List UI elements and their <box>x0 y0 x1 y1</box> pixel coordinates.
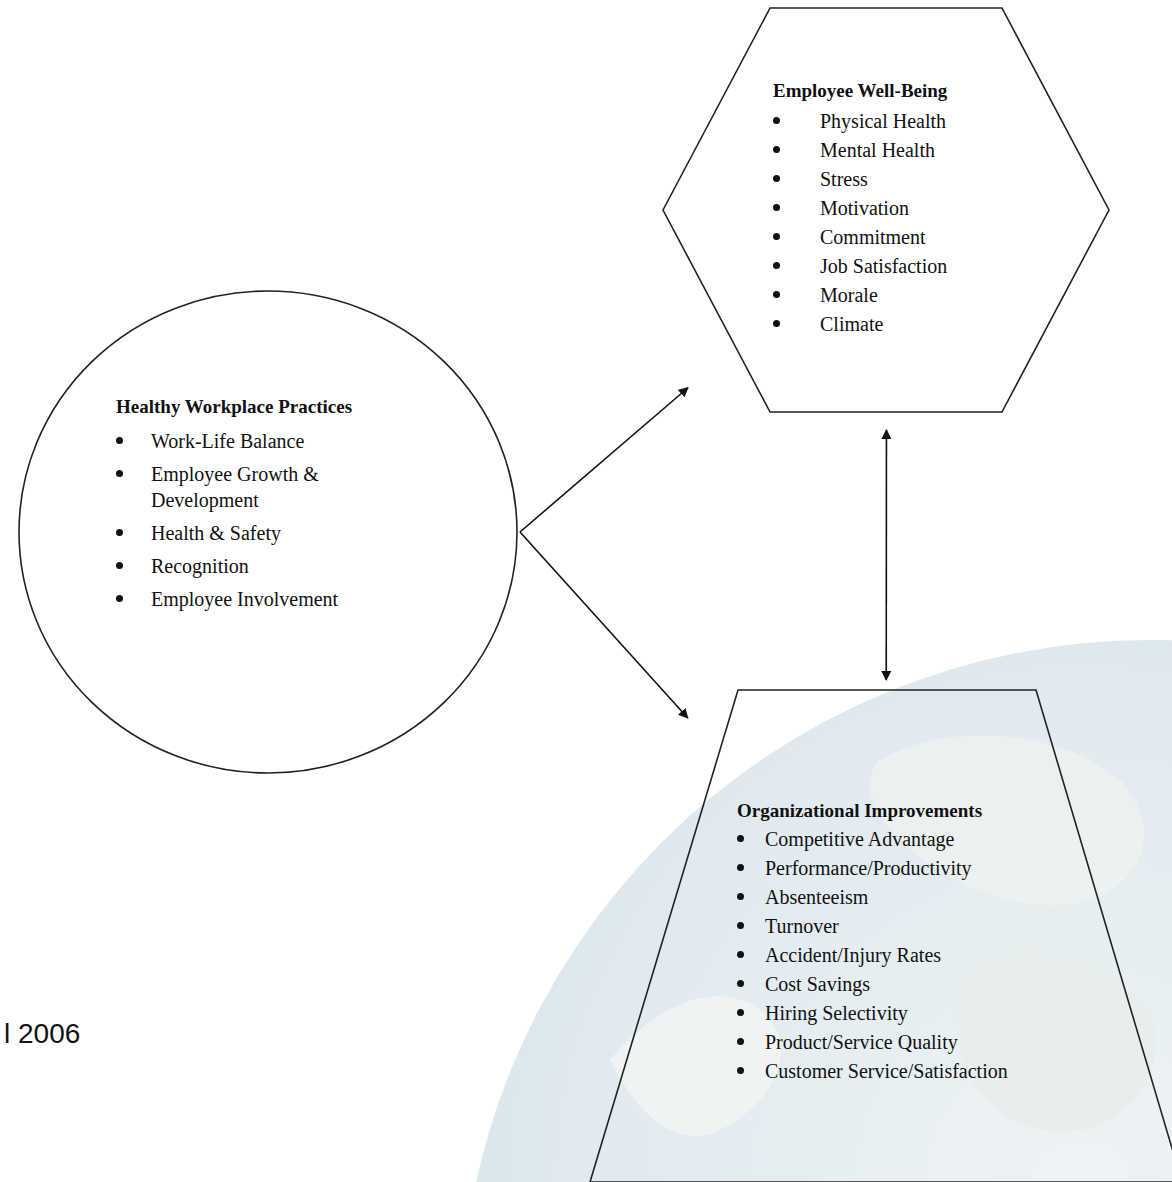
bullet-text: Physical Health <box>820 108 946 134</box>
bullet-dot <box>773 233 780 240</box>
bullet-item: Mental Health <box>773 137 1073 163</box>
bullet-dot <box>737 951 744 958</box>
bullet-dot <box>737 1009 744 1016</box>
bullet-text: Accident/Injury Rates <box>765 942 941 968</box>
bullet-item: Job Satisfaction <box>773 253 1073 279</box>
bullet-text: Recognition <box>151 553 249 579</box>
bullet-dot <box>773 262 780 269</box>
bullet-item: Health & Safety <box>116 520 446 546</box>
bullet-text: Competitive Advantage <box>765 826 954 852</box>
bullet-dot <box>737 980 744 987</box>
node-heading: Organizational Improvements <box>737 798 1097 824</box>
bullet-dot <box>116 470 123 477</box>
bullet-item: Customer Service/Satisfaction <box>737 1058 1097 1084</box>
year-label: l 2006 <box>4 1018 80 1050</box>
node-heading: Employee Well-Being <box>773 78 1073 104</box>
bullet-dot <box>737 1067 744 1074</box>
bullet-text: Morale <box>820 282 878 308</box>
bullet-item: Morale <box>773 282 1073 308</box>
bullet-item: Physical Health <box>773 108 1073 134</box>
bullet-text: Cost Savings <box>765 971 870 997</box>
bullet-text: Employee Growth & Development <box>151 461 366 513</box>
bullet-dot <box>737 864 744 871</box>
outline-ellipse <box>19 291 517 773</box>
bullet-text: Job Satisfaction <box>820 253 947 279</box>
bullet-dot <box>116 562 123 569</box>
bullet-item: Absenteeism <box>737 884 1097 910</box>
bullet-text: Work-Life Balance <box>151 428 304 454</box>
bullet-text: Customer Service/Satisfaction <box>765 1058 1008 1084</box>
arrow-connector <box>885 430 887 680</box>
arrow-connector <box>520 388 688 532</box>
bullet-dot <box>116 437 123 444</box>
bullet-text: Commitment <box>820 224 926 250</box>
bullet-dot <box>773 146 780 153</box>
bullet-text: Performance/Productivity <box>765 855 972 881</box>
bullet-item: Climate <box>773 311 1073 337</box>
node-content: Employee Well-BeingPhysical HealthMental… <box>773 78 1073 340</box>
bullet-item: Motivation <box>773 195 1073 221</box>
bullet-item: Hiring Selectivity <box>737 1000 1097 1026</box>
bullet-dot <box>737 922 744 929</box>
node-content: Organizational ImprovementsCompetitive A… <box>737 798 1097 1087</box>
bullet-item: Product/Service Quality <box>737 1029 1097 1055</box>
bullet-item: Work-Life Balance <box>116 428 446 454</box>
bullet-text: Health & Safety <box>151 520 281 546</box>
wellbeing-hexagon: Employee Well-BeingPhysical HealthMental… <box>663 8 1109 412</box>
bullet-item: Competitive Advantage <box>737 826 1097 852</box>
bullet-text: Motivation <box>820 195 909 221</box>
bullet-dot <box>773 204 780 211</box>
bullet-text: Turnover <box>765 913 839 939</box>
bullet-item: Cost Savings <box>737 971 1097 997</box>
bullet-text: Climate <box>820 311 883 337</box>
node-content: Healthy Workplace PracticesWork-Life Bal… <box>116 394 446 619</box>
outline-polygon <box>663 8 1109 412</box>
bullet-item: Accident/Injury Rates <box>737 942 1097 968</box>
bullet-dot <box>116 529 123 536</box>
bullet-dot <box>773 175 780 182</box>
bullet-dot <box>773 320 780 327</box>
node-heading: Healthy Workplace Practices <box>116 394 446 420</box>
globe <box>460 640 1172 1182</box>
practice-circle: Healthy Workplace PracticesWork-Life Bal… <box>18 290 518 774</box>
bullet-item: Commitment <box>773 224 1073 250</box>
land-shape <box>610 996 781 1136</box>
bullet-text: Mental Health <box>820 137 935 163</box>
bullet-dot <box>737 893 744 900</box>
bullet-item: Turnover <box>737 913 1097 939</box>
arrow-connector <box>520 532 688 718</box>
bullet-dot <box>737 835 744 842</box>
bullet-item: Employee Growth & Development <box>116 461 446 513</box>
bullet-text: Product/Service Quality <box>765 1029 958 1055</box>
improvement-trapezoid: Organizational ImprovementsCompetitive A… <box>590 690 1172 1182</box>
bullet-text: Employee Involvement <box>151 586 338 612</box>
bullet-text: Absenteeism <box>765 884 868 910</box>
bullet-item: Recognition <box>116 553 446 579</box>
land-shape <box>958 952 1156 1131</box>
bullet-item: Employee Involvement <box>116 586 446 612</box>
bullet-item: Performance/Productivity <box>737 855 1097 881</box>
bullet-dot <box>773 117 780 124</box>
outline-polygon <box>590 690 1172 1182</box>
bullet-dot <box>773 291 780 298</box>
bullet-dot <box>737 1038 744 1045</box>
bullet-item: Stress <box>773 166 1073 192</box>
bullet-text: Hiring Selectivity <box>765 1000 908 1026</box>
bullet-dot <box>116 595 123 602</box>
bullet-text: Stress <box>820 166 868 192</box>
node-outline <box>590 690 1172 1182</box>
